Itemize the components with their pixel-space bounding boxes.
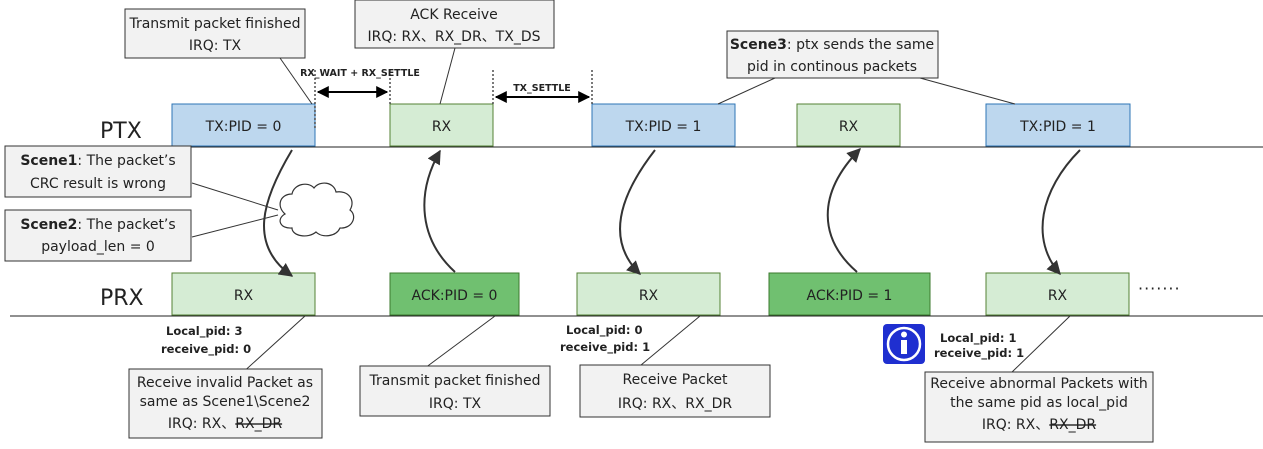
leader-lines: [191, 47, 1071, 376]
callout-line: IRQ: TX: [189, 38, 242, 54]
continuation-ellipsis: ·······: [1138, 279, 1181, 298]
callout-line: Receive Packet: [622, 372, 728, 388]
prx-packet-label: RX: [1048, 288, 1068, 304]
ptx-packet-rx-1: RX: [389, 103, 494, 147]
callout-line: Transmit packet finished: [368, 373, 540, 389]
arrow-prx-to-ptx-1: [423, 149, 456, 273]
ptx-packet-label: TX:PID = 1: [625, 119, 702, 135]
callout-line: IRQ: RX、RX_DR、TX_DS: [368, 29, 541, 45]
info-icon: [883, 324, 925, 364]
ptx-packet-tx-pid-0: TX:PID = 0: [171, 103, 316, 147]
callout-line: ACK Receive: [410, 7, 498, 23]
callout-line: IRQ: TX: [429, 396, 482, 412]
callout-line: payload_len = 0: [41, 239, 155, 255]
callout-line: Receive invalid Packet as: [137, 375, 313, 391]
scene1-rest: : The packet’s: [77, 153, 175, 169]
callout-line: Scene2: The packet’s: [20, 217, 175, 233]
tx-settle-label: TX_SETTLE: [513, 83, 571, 94]
prx-packet-rx-2: RX: [576, 272, 721, 316]
arrow-ptx-to-prx-2: [619, 149, 656, 275]
receive-pid-label: receive_pid: 0: [161, 342, 251, 357]
callout-receive-packet: Receive Packet IRQ: RX、RX_DR: [579, 364, 771, 418]
rx-wait-settle-label: RX_WAIT + RX_SETTLE: [300, 68, 420, 79]
scene3-bold: Scene3: [730, 37, 787, 53]
scene2-rest: : The packet’s: [77, 217, 175, 233]
prx-packet-label: ACK:PID = 1: [807, 288, 893, 304]
callout-line: the same pid as local_pid: [950, 395, 1128, 411]
callout-ack-receive: ACK Receive IRQ: RX、RX_DR、TX_DS: [354, 0, 555, 49]
ptx-packet-tx-pid-1: TX:PID = 1: [591, 103, 736, 147]
prx-packet-label: ACK:PID = 0: [412, 288, 498, 304]
prx-packet-ack-pid-0: ACK:PID = 0: [389, 272, 520, 316]
ptx-packet-rx-2: RX: [796, 103, 901, 147]
ptx-packet-tx-pid-1-repeat: TX:PID = 1: [985, 103, 1131, 147]
receive-pid-label: receive_pid: 1: [934, 346, 1024, 361]
callout-tx-finished: Transmit packet finished IRQ: TX: [124, 8, 306, 59]
callout-line: Transmit packet finished: [128, 16, 300, 32]
scene3-rest: : ptx sends the same: [787, 37, 934, 53]
irq-struck: RX_DR: [235, 416, 282, 432]
ptx-packet-label: TX:PID = 0: [205, 119, 282, 135]
arrow-ptx-to-prx-1: [263, 149, 294, 277]
prx-packet-ack-pid-1: ACK:PID = 1: [768, 272, 931, 316]
callout-scene3: Scene3: ptx sends the same pid in contin…: [726, 30, 939, 79]
ptx-packet-label: RX: [432, 119, 452, 135]
scene1-bold: Scene1: [20, 153, 77, 169]
ptx-packet-label: RX: [839, 119, 859, 135]
local-pid-label: Local_pid: 1: [940, 331, 1017, 346]
callout-line: Scene1: The packet’s: [20, 153, 175, 169]
callout-scene1: Scene1: The packet’s CRC result is wrong: [4, 145, 192, 198]
callout-abnormal-packets: Receive abnormal Packets with the same p…: [924, 371, 1154, 443]
callout-line: Receive abnormal Packets with: [930, 376, 1147, 392]
scene2-bold: Scene2: [20, 217, 77, 233]
prx-packet-rx-1: RX: [171, 272, 316, 316]
callout-invalid-packet: Receive invalid Packet as same as Scene1…: [128, 368, 323, 439]
prx-packet-rx-3: RX: [985, 272, 1130, 316]
callout-line: IRQ: RX、RX_DR: [618, 396, 732, 412]
irq-struck: RX_DR: [1049, 417, 1096, 433]
callout-line: Scene3: ptx sends the same: [730, 37, 934, 53]
callout-line: IRQ: RX、RX_DR: [168, 416, 282, 432]
cloud-icon: [279, 182, 355, 237]
prx-lane-label: PRX: [100, 286, 144, 311]
irq-text: IRQ: RX、: [982, 417, 1049, 433]
ptx-lane-label: PTX: [100, 119, 142, 144]
local-pid-label: Local_pid: 3: [166, 324, 243, 339]
callout-tx-finished-prx: Transmit packet finished IRQ: TX: [359, 365, 551, 417]
ptx-packet-label: TX:PID = 1: [1019, 119, 1096, 135]
callout-line: CRC result is wrong: [30, 176, 166, 192]
prx-packet-label: RX: [639, 288, 659, 304]
arrow-ptx-to-prx-3: [1041, 149, 1081, 276]
callout-line: same as Scene1\Scene2: [140, 394, 311, 410]
receive-pid-label: receive_pid: 1: [560, 340, 650, 355]
callout-line: IRQ: RX、RX_DR: [982, 417, 1096, 433]
irq-text: IRQ: RX、: [168, 416, 235, 432]
local-pid-label: Local_pid: 0: [566, 323, 643, 338]
prx-packet-label: RX: [234, 288, 254, 304]
callout-line: pid in continous packets: [747, 59, 917, 75]
callout-scene2: Scene2: The packet’s payload_len = 0: [4, 209, 192, 262]
arrow-prx-to-ptx-2: [826, 147, 861, 273]
